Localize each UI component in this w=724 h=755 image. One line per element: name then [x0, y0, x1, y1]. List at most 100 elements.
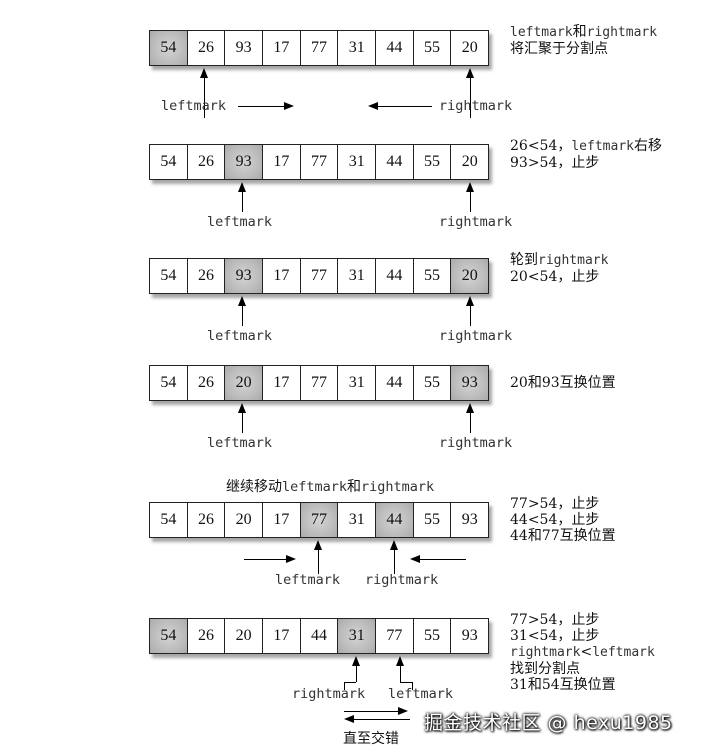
cross-arrow-left-head — [344, 715, 354, 723]
array-cell: 31 — [337, 144, 377, 180]
leftmark-pointer — [400, 662, 401, 682]
code-term: leftmark — [571, 139, 634, 154]
array-cell: 31 — [337, 618, 377, 654]
note-text: 20<54，止步 — [510, 269, 600, 285]
array-cell: 44 — [375, 144, 414, 180]
array-cell: 77 — [299, 365, 339, 401]
array-cell: 31 — [337, 258, 377, 294]
rightmark-pointer — [394, 546, 395, 574]
array-cell: 17 — [262, 502, 301, 538]
note-text: 31<54，止步 — [510, 628, 600, 644]
rightmark-arrowhead — [466, 403, 474, 413]
leftmark-pointer-drop — [412, 682, 413, 690]
array-cell: 31 — [337, 502, 377, 538]
leftmark-arrowhead — [238, 403, 246, 413]
code-term: leftmark — [510, 25, 573, 40]
array-cell: 55 — [412, 258, 452, 294]
note-line: 93>54，止步 — [510, 155, 662, 171]
leftmark-direction-arrow — [244, 559, 288, 560]
note-text: 31和54互换位置 — [510, 677, 616, 693]
array-cell: 20 — [224, 502, 264, 538]
leftmark-pointer — [318, 546, 319, 574]
leftmark-arrowhead — [396, 656, 404, 666]
array-cell: 54 — [149, 30, 188, 66]
rightmark-label: rightmark — [365, 572, 439, 588]
leftmark-label: leftmark — [207, 328, 273, 344]
leftmark-label: leftmark — [161, 98, 227, 114]
left-arrowhead — [368, 102, 378, 110]
array-cell: 93 — [450, 502, 490, 538]
step-note: 20和93互换位置 — [510, 375, 616, 391]
right-arrowhead — [286, 555, 296, 563]
array-cell: 55 — [412, 144, 452, 180]
note-text: 右移 — [633, 138, 662, 154]
code-term: leftmark — [592, 645, 655, 660]
rightmark-arrowhead — [352, 656, 360, 666]
array-cell: 17 — [262, 365, 301, 401]
note-line: rightmark<leftmark — [510, 644, 655, 661]
array-cell: 17 — [262, 144, 301, 180]
rightmark-pointer-drop — [344, 682, 345, 690]
rightmark-pointer — [470, 302, 471, 326]
rightmark-label: rightmark — [439, 214, 513, 230]
rightmark-arrowhead — [466, 68, 474, 78]
array-cell: 93 — [224, 144, 264, 180]
note-line: 20和93互换位置 — [510, 375, 616, 391]
array-cell: 77 — [375, 618, 414, 654]
rightmark-label: rightmark — [439, 435, 513, 451]
rightmark-pointer — [470, 188, 471, 212]
note-line: 77>54，止步 — [510, 612, 655, 628]
note-line: 找到分割点 — [510, 661, 655, 677]
step-heading: 继续移动leftmark和rightmark — [226, 476, 434, 496]
rightmark-label: rightmark — [292, 686, 366, 702]
array-cell: 31 — [337, 365, 377, 401]
array-cell: 31 — [337, 30, 377, 66]
cross-arrow-right — [344, 711, 400, 712]
note-text: 20和93互换位置 — [510, 375, 616, 391]
rightmark-arrowhead — [466, 182, 474, 192]
note-line: 轮到rightmark — [510, 252, 608, 269]
code-term: rightmark — [586, 25, 658, 40]
note-text: 77>54，止步 — [510, 612, 600, 628]
array-cell: 77 — [299, 30, 339, 66]
leftmark-label: leftmark — [275, 572, 341, 588]
leftmark-pointer — [242, 302, 243, 326]
array-cell: 55 — [412, 502, 452, 538]
array-cell: 44 — [375, 258, 414, 294]
note-text: < — [580, 644, 593, 660]
code-term: rightmark — [538, 253, 609, 268]
right-arrowhead — [284, 102, 294, 110]
array-cell: 93 — [224, 30, 264, 66]
rightmark-arrowhead — [390, 540, 398, 550]
array-cell: 44 — [375, 365, 414, 401]
rightmark-direction-arrow — [420, 559, 466, 560]
array-cell: 20 — [224, 618, 264, 654]
heading-text: 和 — [347, 479, 362, 495]
array-cell: 20 — [450, 144, 490, 180]
note-text: 找到分割点 — [510, 661, 580, 677]
rightmark-pointer — [470, 74, 471, 118]
leftmark-label: leftmark — [207, 435, 273, 451]
watermark: 掘金技术社区 @ hexu1985 — [424, 712, 673, 734]
leftmark-pointer — [242, 188, 243, 212]
note-text: 将汇聚于分割点 — [510, 41, 608, 57]
left-arrowhead — [410, 555, 420, 563]
cross-arrow-right-head — [398, 707, 408, 715]
leftmark-arrowhead — [314, 540, 322, 550]
rightmark-pointer-bend — [344, 682, 356, 683]
array-cell: 20 — [450, 30, 490, 66]
code-term: rightmark — [361, 479, 435, 495]
note-text: 轮到 — [510, 252, 538, 268]
code-term: rightmark — [510, 645, 581, 660]
array-cell: 17 — [262, 258, 301, 294]
code-term: leftmark — [282, 479, 348, 495]
array-cell: 54 — [149, 144, 188, 180]
note-text: 77>54，止步 — [510, 496, 600, 512]
